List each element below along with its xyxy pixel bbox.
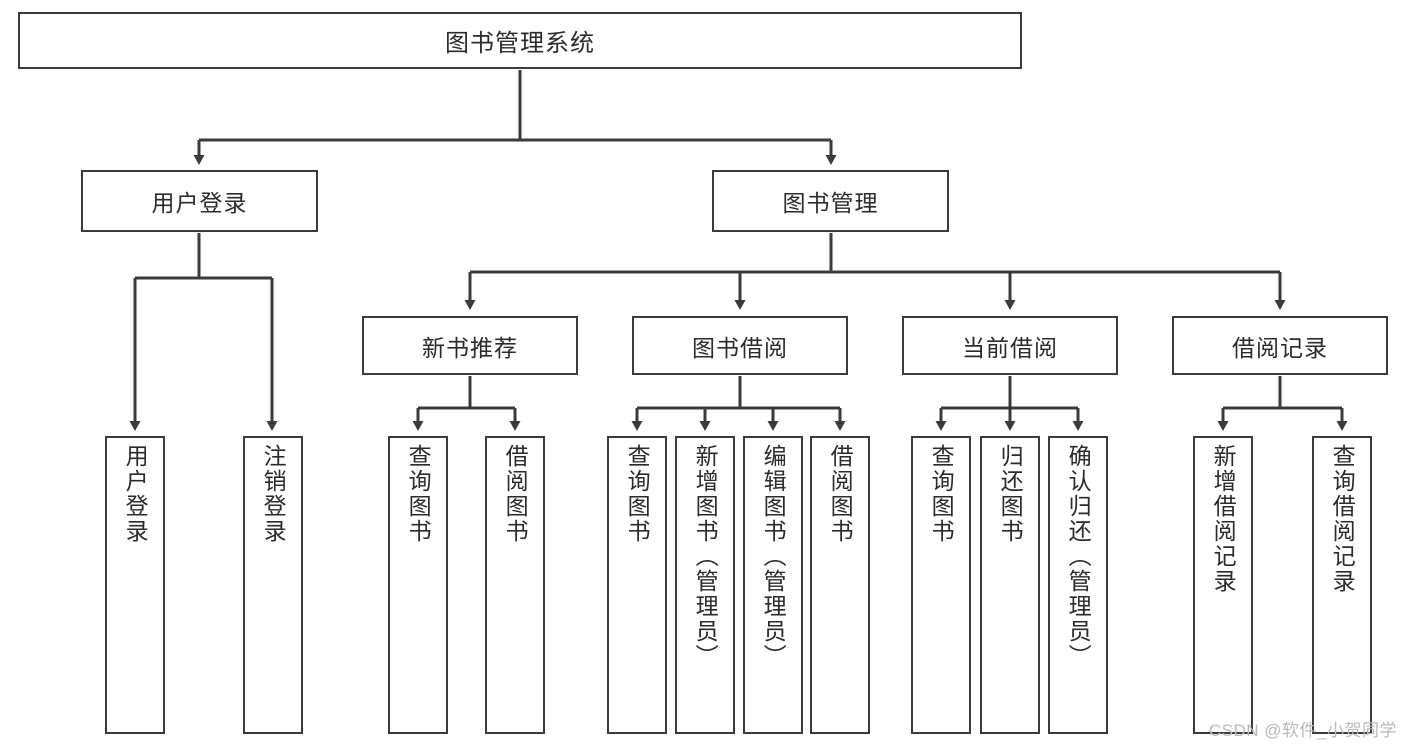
node-label: 借阅图书 [827,444,854,544]
node-label: 借阅记录 [1232,334,1328,361]
node-label: 查询图书 [928,444,955,544]
leaf-current-borrow-confirm-return[interactable]: 确认归还（管理员） [1048,436,1108,734]
node-label: 当前借阅 [962,334,1058,361]
leaf-book-borrow-add[interactable]: 新增图书（管理员） [675,436,735,734]
node-label: 图书管理系统 [445,30,595,57]
node-label: 查询图书 [624,444,651,544]
node-label: 图书借阅 [692,334,788,361]
node-current-borrow[interactable]: 当前借阅 [902,316,1118,375]
watermark: CSDN @软件_小贺同学 [1208,721,1397,740]
leaf-book-borrow-edit[interactable]: 编辑图书（管理员） [743,436,803,734]
leaf-current-borrow-query[interactable]: 查询图书 [911,436,971,734]
node-label: 查询图书 [405,444,432,544]
node-borrow-record[interactable]: 借阅记录 [1172,316,1388,375]
leaf-book-borrow-borrow[interactable]: 借阅图书 [810,436,870,734]
node-new-book-recommend[interactable]: 新书推荐 [362,316,578,375]
leaf-borrow-record-add[interactable]: 新增借阅记录 [1193,436,1253,734]
node-root-system[interactable]: 图书管理系统 [18,12,1022,69]
node-book-borrow[interactable]: 图书借阅 [632,316,848,375]
leaf-new-book-query[interactable]: 查询图书 [388,436,448,734]
node-label: 用户登录 [122,444,149,544]
node-label: 新书推荐 [422,334,518,361]
node-label: 用户登录 [151,190,248,216]
node-label: 归还图书 [997,444,1024,544]
node-book-management[interactable]: 图书管理 [712,170,949,232]
leaf-user-login-login[interactable]: 用户登录 [105,436,165,734]
node-label: 新增图书（管理员） [692,444,719,669]
leaf-book-borrow-query[interactable]: 查询图书 [607,436,667,734]
node-label: 编辑图书（管理员） [760,444,787,669]
node-label: 注销登录 [260,444,287,544]
leaf-borrow-record-query[interactable]: 查询借阅记录 [1312,436,1372,734]
leaf-user-login-logout[interactable]: 注销登录 [243,436,303,734]
node-label: 确认归还（管理员） [1065,444,1092,669]
node-label: 查询借阅记录 [1329,444,1356,594]
node-label: 借阅图书 [502,444,529,544]
node-user-login[interactable]: 用户登录 [81,170,318,232]
leaf-new-book-borrow[interactable]: 借阅图书 [485,436,545,734]
leaf-current-borrow-return[interactable]: 归还图书 [980,436,1040,734]
node-label: 新增借阅记录 [1210,444,1237,594]
node-label: 图书管理 [782,190,879,216]
